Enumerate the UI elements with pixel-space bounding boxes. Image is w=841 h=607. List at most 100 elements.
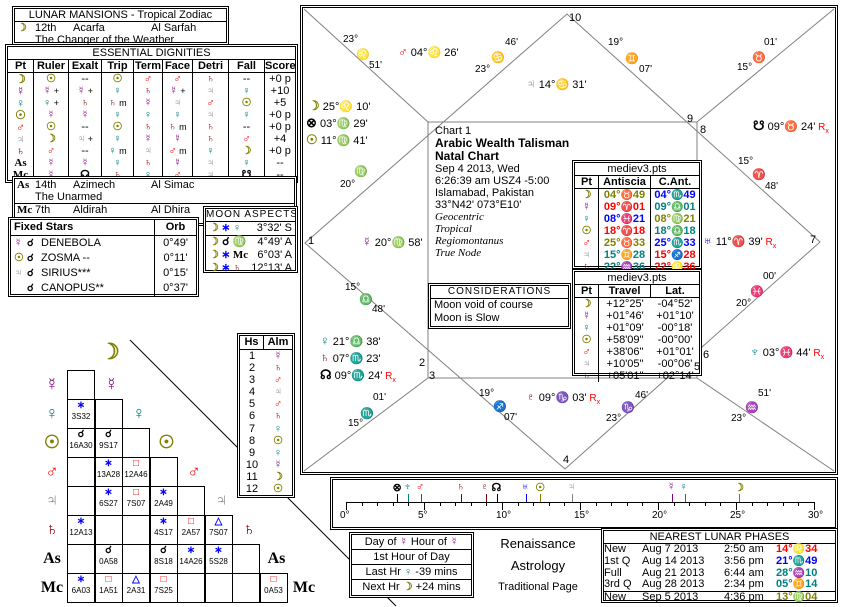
grid-aspect-icon: ☌ — [68, 429, 94, 441]
grid-diagonal-planet: ♀ — [125, 399, 153, 428]
grid-aspect-icon: ∗ — [96, 487, 122, 499]
dignity-row: ♄♂--♀ m♃♂ m♀☽+0 p — [8, 145, 295, 157]
dignity-marker: + — [85, 134, 93, 144]
dignity-cell: ☉ — [229, 97, 265, 109]
almuten-planet: ☿ — [264, 459, 292, 471]
grid-cell — [149, 457, 178, 487]
dignity-cell: ☿ — [34, 169, 69, 181]
mercury-glyph: ☿ — [143, 97, 153, 109]
antiscia-pt: ☽ — [575, 189, 599, 202]
considerations-title: CONSIDERATIONS — [431, 286, 568, 299]
ruler-planet-marker: ♀ — [680, 481, 688, 493]
dignity-cell: ☿ — [134, 97, 163, 109]
ari-glyph: ♈ — [620, 226, 633, 237]
mc-glyph: Mc — [292, 579, 316, 596]
grid-diagonal-planet: As — [263, 544, 291, 574]
deg: 18° — [603, 225, 621, 237]
dignity-pt: ♃ — [8, 133, 34, 145]
tau-glyph: ♉ — [620, 190, 633, 201]
house-almuten-row: 6♄ — [240, 410, 292, 422]
grid-row-planet: ♂ — [38, 457, 66, 486]
dignity-score: +0 p — [269, 109, 291, 121]
mansion-meaning: The Unarmed — [35, 191, 103, 203]
ruler-planet-marker: ♄ — [456, 481, 464, 493]
sun-glyph: ☉ — [43, 432, 61, 452]
saturn-glyph: ♄ — [206, 133, 215, 145]
jupiter-glyph: ♃ — [214, 490, 229, 510]
venus-glyph: ♀ — [45, 403, 59, 423]
ruler-tick — [346, 502, 347, 510]
dignity-marker: m — [176, 122, 187, 132]
star-orb: 0°15' — [154, 266, 196, 281]
ruler-tick-label: 10° — [496, 510, 512, 521]
asc-glyph: As — [267, 550, 286, 567]
grid-diagonal-planet: ♂ — [180, 457, 208, 486]
degree-ruler: 0°5°10°15°20°25°30°⊗♆♂♄♇☊♅☉♃☿♀☽ — [330, 477, 838, 530]
dignity-cell: ♀ — [134, 169, 163, 181]
sxt-glyph: ∗ — [104, 458, 113, 469]
ruler-tick — [377, 502, 379, 506]
saturn-glyph: ♄ — [168, 121, 177, 133]
mercury-glyph: ☿ — [450, 536, 459, 548]
grid-cell — [67, 457, 95, 487]
antiscia-col-antiscia: Antiscia — [599, 176, 651, 188]
house-almuten-box: Hs Alm 1☿2♄3♂4♃5♂6♄7♀8☉9♀10☿11☽12☉ — [237, 333, 295, 498]
grid-aspect-icon: ∗ — [151, 516, 177, 528]
mars-glyph: ♂ — [582, 237, 591, 249]
dignity-cell: ☿ — [163, 157, 193, 169]
star-pt: ♃ — [11, 266, 27, 281]
grid-aspect-value: 12A13 — [69, 528, 93, 537]
sxt-glyph: ∗ — [76, 400, 86, 411]
grid-row-planet: As — [38, 544, 66, 574]
ruler-tick — [782, 502, 784, 506]
grid-cell — [122, 515, 150, 545]
mercury-glyph: ☿ — [16, 84, 25, 98]
grid-row-planet: Mc — [38, 573, 66, 603]
ruler-tick-label: 25° — [730, 510, 746, 521]
almuten-planet: ☉ — [264, 483, 292, 495]
grid-aspect-value: 7S07 — [126, 499, 146, 508]
sxt-glyph: ∗ — [221, 222, 231, 234]
vir-glyph: ♍ — [670, 214, 684, 225]
dignity-row: ☿☿ +☿ +♀♄☿ +♃♀+10 — [8, 85, 295, 97]
grid-cell: △2A31 — [122, 573, 150, 603]
dignity-cell: ☉ — [102, 73, 134, 85]
mars-glyph: ♂ — [168, 145, 177, 157]
house-almuten-row: 2♄ — [240, 362, 292, 374]
dignity-cell: ♃ — [163, 97, 193, 109]
dignities-header: Detri — [193, 60, 229, 72]
house-almuten-row: 10☿ — [240, 459, 292, 471]
travel-value: +01°46' — [606, 310, 644, 322]
mansion-divider — [15, 203, 294, 204]
wheel-lines — [303, 8, 835, 472]
venus-glyph: ♀ — [273, 422, 283, 435]
jupiter-glyph: ♃ — [206, 85, 215, 97]
aspect-target: Mc — [233, 249, 251, 262]
ruler-tick — [736, 502, 737, 510]
travel-value: +38'06" — [606, 346, 644, 358]
sun-glyph: ☉ — [15, 108, 26, 122]
dignity-cell: ♄ m — [163, 121, 193, 133]
grid-aspect-icon: □ — [151, 574, 177, 586]
dignities-header: Term — [134, 60, 163, 72]
deg: 09° — [654, 201, 671, 213]
mc-glyph: Mc — [40, 579, 64, 596]
aspect-value: 4°49' A — [257, 236, 292, 248]
mansion-name: Aldirah — [73, 204, 108, 216]
grid-aspect-value: 2A57 — [181, 528, 201, 537]
dignity-cell: ♂ — [34, 145, 69, 157]
antiscia-value: 25°♉33 — [599, 237, 651, 250]
ruler-tick-label: 20° — [652, 510, 668, 521]
aspect-target: ♀ — [233, 222, 251, 235]
ruler-planet-leader — [408, 494, 410, 502]
moon-glyph: ☽ — [402, 581, 413, 593]
dignity-cell: ☿ + — [163, 85, 193, 97]
antiscia-value: 08°♓21 — [599, 213, 651, 226]
star-name: DENEBOLA — [41, 237, 101, 249]
next-hour-row: Next Hr ☽ +24 mins — [352, 580, 471, 594]
